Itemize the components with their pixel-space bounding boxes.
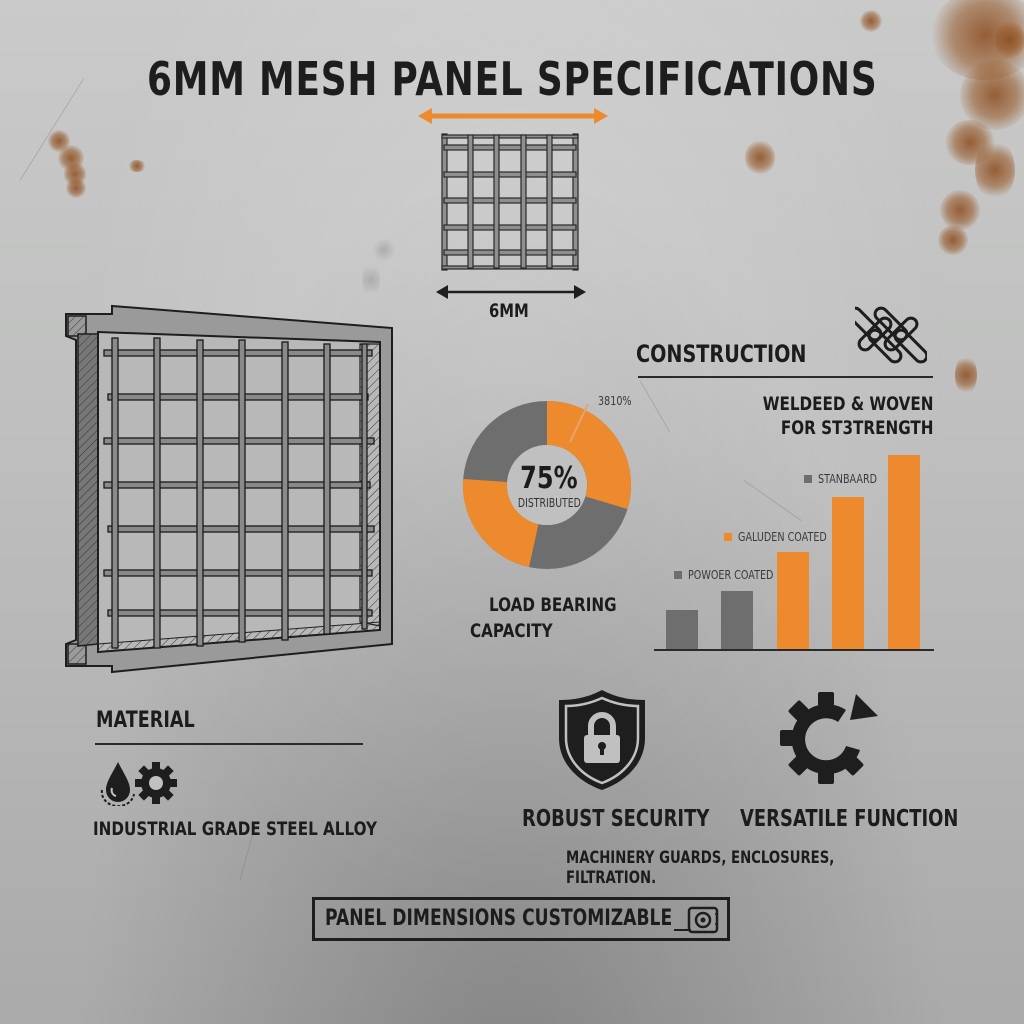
tape-measure-icon <box>674 906 719 934</box>
customizable-dimensions-label: PANEL DIMENSIONS CUSTOMIZABLE <box>325 906 673 931</box>
material-icons <box>100 762 177 806</box>
orange-width-arrow-icon <box>418 108 608 124</box>
weave-icon <box>855 306 927 364</box>
versatile-function-label: VERSATILE FUNCTION <box>740 806 959 832</box>
legend-item-powder-coated: POWOER COATED <box>674 568 795 582</box>
construction-description: WELDEED & WOVEN FOR ST3TRENGTH <box>763 393 934 439</box>
bar-4 <box>832 497 864 650</box>
finish-bar-chart: POWOER COATED GALUDEN COATED STANBAARD <box>654 450 934 655</box>
material-heading: MATERIAL <box>96 708 195 733</box>
gear-cycle-icon <box>780 692 878 784</box>
legend-swatch <box>724 533 732 541</box>
bar-5 <box>888 455 920 650</box>
donut-center-value: 75% <box>520 461 578 496</box>
bar-1 <box>666 610 698 650</box>
robust-security-label: ROBUST SECURITY <box>522 806 710 832</box>
bar-3 <box>777 552 809 650</box>
legend-swatch <box>804 475 812 483</box>
legend-item-galvanized-coated: GALUDEN COATED <box>724 530 849 544</box>
oil-drop-icon <box>100 762 135 806</box>
load-bearing-label-line1: LOAD BEARING <box>489 594 617 616</box>
construction-divider <box>638 376 933 378</box>
legend-swatch <box>674 571 682 579</box>
applications-text: MACHINERY GUARDS, ENCLOSURES, FILTRATION… <box>566 848 835 888</box>
page-title: 6MM MESH PANEL SPECIFICATIONS <box>146 52 878 106</box>
donut-callout-label: 3810% <box>598 394 632 408</box>
legend-item-standard: STANBAARD <box>804 472 892 486</box>
bar-chart-baseline <box>654 649 934 651</box>
gear-icon <box>135 762 177 804</box>
load-bearing-label-line2: CAPACITY <box>470 620 553 642</box>
customizable-dimensions-box: PANEL DIMENSIONS CUSTOMIZABLE <box>312 897 730 941</box>
dimension-arrow-icon <box>436 285 586 299</box>
mesh-panel-illustration <box>65 304 393 674</box>
bar-2 <box>721 591 753 650</box>
mesh-grid-icon <box>441 133 579 271</box>
construction-heading: CONSTRUCTION <box>636 340 807 368</box>
mesh-dimension-label: 6MM <box>489 300 529 322</box>
load-bearing-donut-chart <box>462 401 632 569</box>
material-description: INDUSTRIAL GRADE STEEL ALLOY <box>93 818 378 840</box>
donut-center-sublabel: DISTRIBUTED <box>517 496 581 510</box>
shield-lock-icon <box>559 690 645 790</box>
material-divider <box>95 743 363 745</box>
